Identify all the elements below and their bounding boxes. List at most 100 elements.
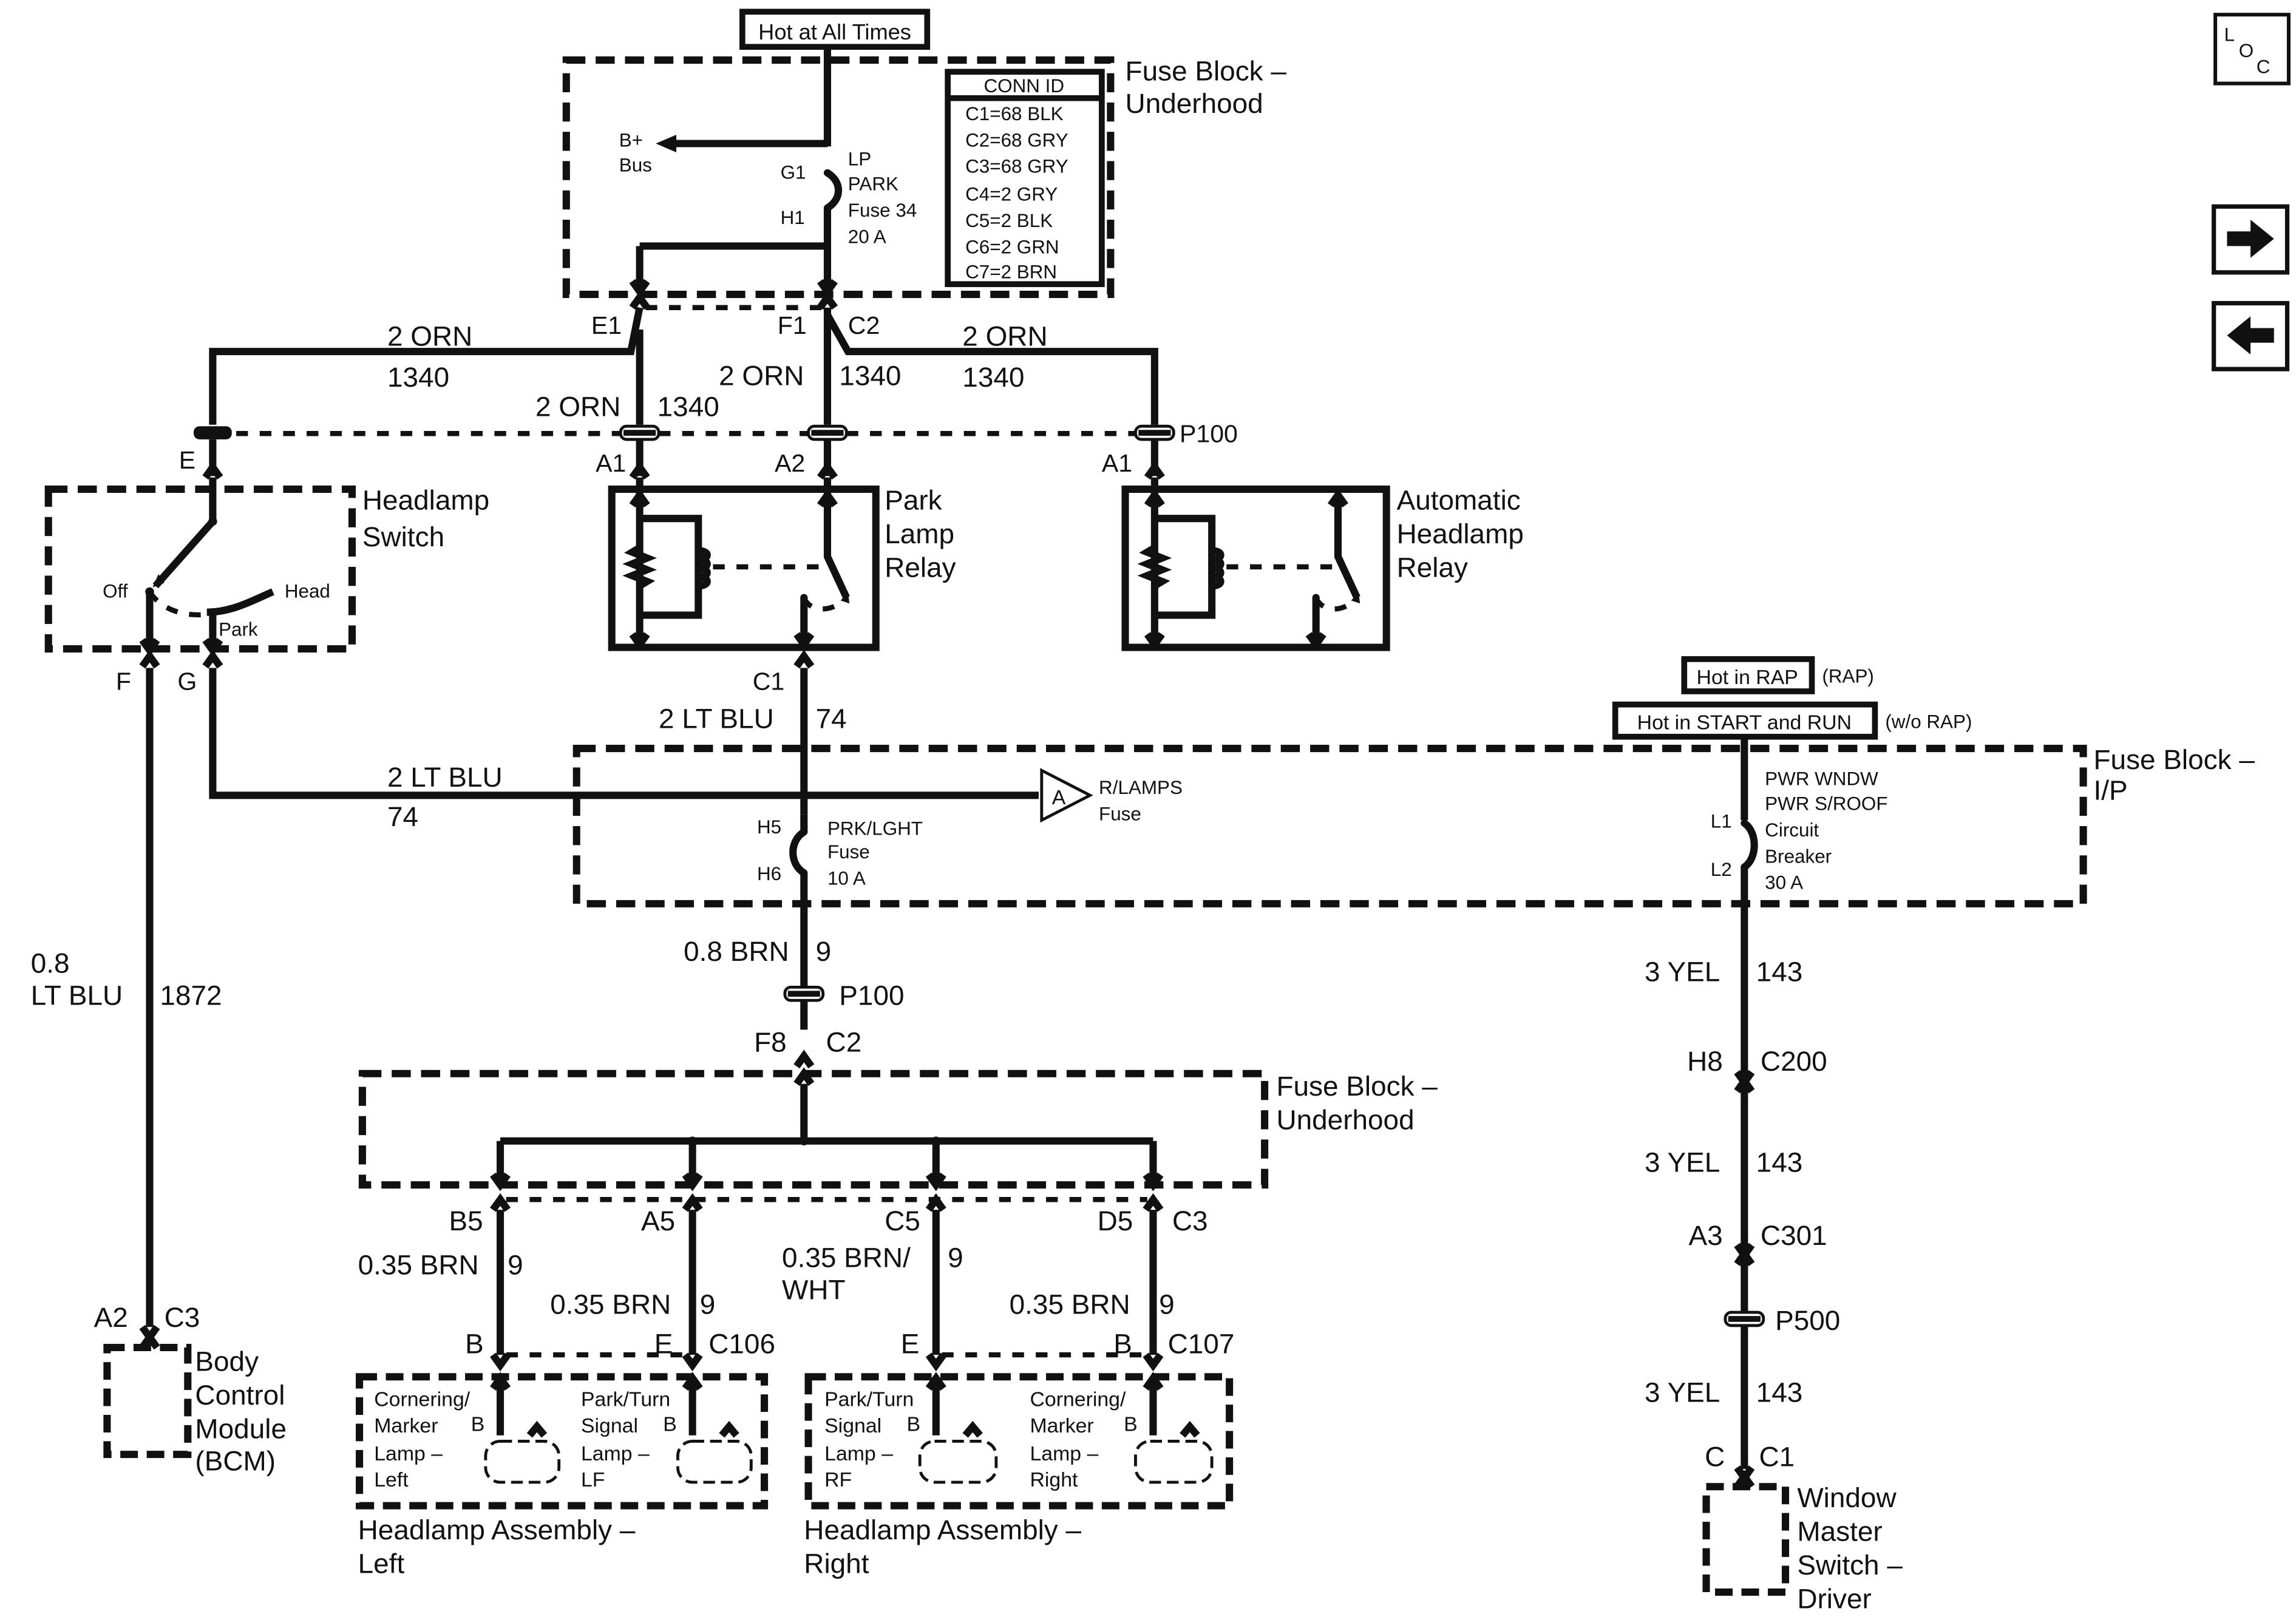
center-wire-gauge: 0.8 BRN xyxy=(684,935,789,967)
rlamps-label-2: Fuse xyxy=(1099,803,1141,824)
wire-mid-left-gauge: 2 ORN xyxy=(535,390,620,422)
window-wire1-gauge: 3 YEL xyxy=(1645,956,1720,988)
window-pin-c: C xyxy=(1705,1440,1725,1472)
lf-park-turn-label-3: Lamp – xyxy=(581,1442,650,1465)
wire-a5-gauge: 0.35 BRN xyxy=(550,1289,671,1320)
left-cornering-pin: B xyxy=(471,1413,485,1436)
splice-icon xyxy=(783,985,825,1002)
rf-park-turn-label-2: Signal xyxy=(824,1414,881,1437)
circuit-breaker-label-3: Circuit xyxy=(1765,819,1819,841)
circuit-breaker-label-2: PWR S/ROOF xyxy=(1765,793,1887,814)
pin-e: E xyxy=(179,446,195,474)
right-cornering-label-1: Cornering/ xyxy=(1030,1388,1126,1411)
conn-id-row: C4=2 GRY xyxy=(965,184,1058,205)
prk-lght-label-2: Fuse xyxy=(827,841,870,863)
left-cornering-label-4: Left xyxy=(374,1468,409,1491)
window-wire2-gauge: 3 YEL xyxy=(1645,1146,1720,1178)
wire-mid-gauge: 2 ORN xyxy=(719,360,804,392)
fuse-block-output-connectors: E1 F1 C2 xyxy=(591,291,880,339)
next-page-button[interactable] xyxy=(2212,204,2290,275)
arrow-right-icon xyxy=(2227,219,2274,258)
relay-coil-icon xyxy=(698,547,711,590)
conn-id-header: CONN ID xyxy=(984,75,1065,97)
rap-note: (RAP) xyxy=(1822,665,1873,686)
circuit-breaker-label-1: PWR WNDW xyxy=(1765,768,1878,789)
p100-label-top: P100 xyxy=(1180,420,1238,448)
bcm-label-2: Control xyxy=(195,1379,285,1411)
park-relay-label-1: Park xyxy=(885,484,942,516)
fuse-block-underhood-title-1: Fuse Block – xyxy=(1126,55,1287,87)
prev-page-button[interactable] xyxy=(2212,300,2290,371)
wire-left-circuit: 1340 xyxy=(387,361,449,393)
splice-icon xyxy=(193,426,232,439)
loc-letter-c: C xyxy=(2257,56,2271,78)
prk-lght-label-3: 10 A xyxy=(827,867,866,889)
wire-right-gauge: 2 ORN xyxy=(962,320,1047,352)
center-pin-f8: F8 xyxy=(754,1026,787,1058)
headlamp-right-title-1: Headlamp Assembly – xyxy=(804,1514,1081,1545)
prk-lght-label-1: PRK/LGHT xyxy=(827,818,923,839)
bcm-wire-gauge-1: 0.8 xyxy=(31,947,70,978)
headlamp-right-title-2: Right xyxy=(804,1548,869,1579)
window-c301: C301 xyxy=(1761,1219,1827,1251)
lf-park-turn-label-1: Park/Turn xyxy=(581,1388,670,1411)
lp-park-fuse-label-1: LP xyxy=(848,149,871,170)
headlamp-left-title-1: Headlamp Assembly – xyxy=(358,1514,636,1545)
circuit-breaker-label-4: Breaker xyxy=(1765,846,1832,867)
pin-d5: D5 xyxy=(1098,1205,1133,1236)
window-switch-label-1: Window xyxy=(1797,1482,1897,1513)
conn-id-table: CONN ID C1=68 BLK C2=68 GRY C3=68 GRY C4… xyxy=(945,69,1105,287)
lower-fuse-block-title-1: Fuse Block – xyxy=(1276,1070,1438,1102)
wire-mid-circuit: 1340 xyxy=(839,360,901,392)
park-lamp-relay: Park Lamp Relay C1 xyxy=(608,477,956,696)
bcm-pin-a2: A2 xyxy=(94,1301,128,1333)
lf-park-turn-label-4: LF xyxy=(581,1468,605,1491)
rlamps-arrow-letter: A xyxy=(1052,786,1066,809)
lf-park-turn-label-2: Signal xyxy=(581,1414,638,1437)
bulb-icon xyxy=(1134,1440,1214,1484)
wire-c5-gauge-2: WHT xyxy=(782,1273,846,1305)
splice-icon xyxy=(619,424,661,441)
c107-label: C107 xyxy=(1168,1328,1235,1360)
bcm-wire-circuit: 1872 xyxy=(160,979,222,1011)
conn-id-row: C1=68 BLK xyxy=(965,103,1064,124)
splice-icon xyxy=(1724,1310,1765,1327)
rlamps-label-1: R/LAMPS xyxy=(1099,777,1183,798)
window-wire1-circuit: 143 xyxy=(1756,956,1803,988)
left-cornering-label-2: Marker xyxy=(374,1414,438,1437)
center-wire-circuit: 9 xyxy=(816,935,832,967)
window-p500: P500 xyxy=(1775,1304,1840,1336)
pin-c5: C5 xyxy=(885,1205,920,1236)
lower-fuse-block-title-2: Underhood xyxy=(1276,1103,1414,1135)
window-wire3-gauge: 3 YEL xyxy=(1645,1376,1720,1408)
rap-source-labels: Hot in RAP (RAP) Hot in START and RUN (w… xyxy=(1612,656,1972,821)
resistor-icon xyxy=(622,544,657,589)
right-cornering-label-4: Right xyxy=(1030,1468,1078,1491)
pin-a1-auto: A1 xyxy=(1102,449,1132,477)
switch-off-label: Off xyxy=(103,581,128,602)
headlamp-switch-title-1: Headlamp xyxy=(362,484,489,516)
relay-coil-icon xyxy=(1211,547,1224,590)
loc-button[interactable]: L O C xyxy=(2213,13,2291,86)
left-cornering-label-1: Cornering/ xyxy=(374,1388,470,1411)
splice-icon xyxy=(1134,424,1175,441)
lower-pin-c3: C3 xyxy=(1172,1205,1208,1236)
rf-park-turn-label-3: Lamp – xyxy=(824,1442,893,1465)
right-cornering-pin: B xyxy=(1124,1413,1138,1436)
wire-a5-circuit: 9 xyxy=(700,1289,716,1320)
lamp-pin-b-left: B xyxy=(465,1328,484,1360)
conn-id-row: C5=2 BLK xyxy=(965,210,1053,231)
park-relay-label-2: Lamp xyxy=(885,518,954,549)
lp-park-fuse-label-3: Fuse 34 xyxy=(848,200,917,221)
rf-park-turn-label-4: RF xyxy=(824,1468,852,1491)
c106-label: C106 xyxy=(708,1328,775,1360)
pin-b5: B5 xyxy=(449,1205,483,1236)
pin-f1: F1 xyxy=(778,311,807,339)
hot-in-rap-label: Hot in RAP xyxy=(1697,666,1798,689)
window-wire2-circuit: 143 xyxy=(1756,1146,1803,1178)
lamp-pin-b-right: B xyxy=(1113,1328,1132,1360)
bcm-label-3: Module xyxy=(195,1413,287,1445)
wire-right-circuit: 1340 xyxy=(962,361,1024,393)
wire-switch-gauge: 2 LT BLU xyxy=(387,761,503,793)
wire-c5-gauge-1: 0.35 BRN/ xyxy=(782,1241,911,1273)
